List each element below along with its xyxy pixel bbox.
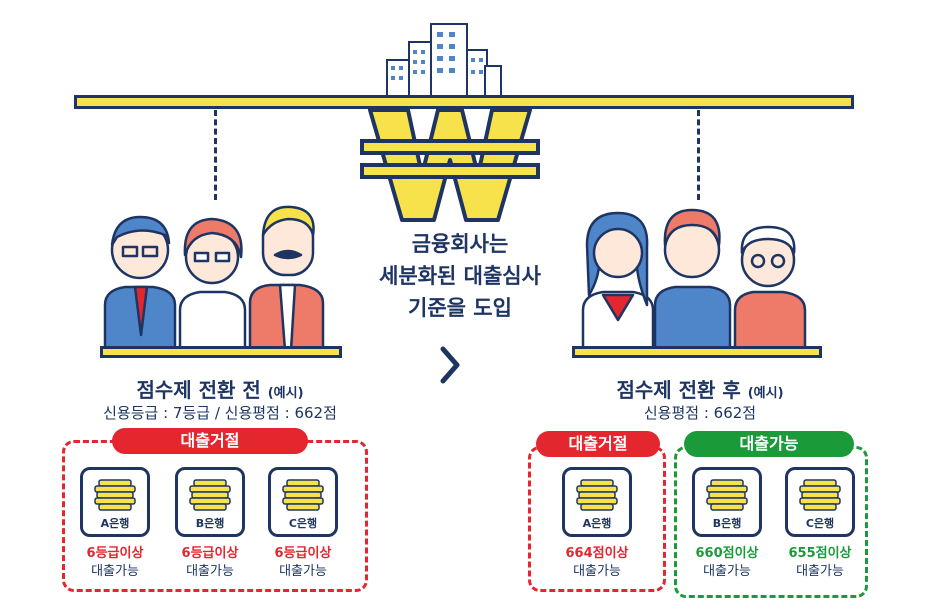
before-title: 점수제 전환 전 (예시) (95, 374, 345, 403)
bank-card-a: A은행 (562, 467, 632, 537)
after-reject-label: 대출거절 (536, 431, 660, 457)
bank-condition-a: 6등급이상 대출가능 (70, 545, 160, 581)
bank-card-a: A은행 (80, 467, 150, 537)
bank-condition-c: 6등급이상 대출가능 (258, 545, 348, 581)
bank-requirement: 655점이상 (788, 546, 852, 561)
bank-condition-b: 6등급이상 대출가능 (165, 545, 255, 581)
after-info: 신용평점 : 662점 (643, 404, 757, 422)
chevron-right-icon (440, 346, 460, 384)
bank-card-b: B은행 (175, 467, 245, 537)
bank-name: B은행 (195, 517, 225, 530)
center-message-line2: 세분화된 대출심사 (379, 264, 541, 288)
coin-stack-icon (189, 479, 231, 511)
before-reject-label: 대출거절 (112, 428, 308, 454)
bank-condition-a: 664점이상 대출가능 (552, 545, 642, 581)
bank-card-c: C은행 (785, 467, 855, 537)
people-group-icon (103, 205, 325, 352)
center-message-line1: 금융회사는 (411, 232, 509, 256)
left-hanger-line (214, 110, 217, 200)
bank-name: A은행 (100, 517, 130, 530)
bank-requirement: 6등급이상 (274, 546, 332, 561)
balance-beam (74, 95, 854, 109)
right-platform (572, 346, 822, 358)
bank-requirement: 664점이상 (565, 546, 629, 561)
after-title-note: (예시) (747, 386, 784, 401)
won-sign-icon (360, 108, 540, 222)
coin-stack-icon (576, 479, 618, 511)
coin-stack-icon (706, 479, 748, 511)
bank-result: 대출가능 (91, 564, 139, 579)
bank-card-b: B은행 (692, 467, 762, 537)
bank-result: 대출가능 (796, 564, 844, 579)
center-message: 금융회사는 세분화된 대출심사 기준을 도입 (345, 228, 575, 324)
before-title-note: (예시) (267, 386, 304, 401)
bank-card-c: C은행 (268, 467, 338, 537)
bank-result: 대출가능 (186, 564, 234, 579)
buildings-icon (386, 23, 502, 97)
after-title: 점수제 전환 후 (예시) (575, 374, 825, 403)
after-title-text: 점수제 전환 후 (616, 378, 741, 402)
right-hanger-line (697, 110, 700, 200)
people-group-icon (581, 208, 807, 352)
bank-requirement: 6등급이상 (86, 546, 144, 561)
before-title-text: 점수제 전환 전 (136, 378, 261, 402)
bank-result: 대출가능 (703, 564, 751, 579)
before-info: 신용등급 : 7등급 / 신용평점 : 662점 (103, 404, 337, 422)
bank-name: C은행 (805, 517, 835, 530)
bank-result: 대출가능 (279, 564, 327, 579)
coin-stack-icon (799, 479, 841, 511)
left-platform (100, 346, 342, 358)
bank-requirement: 660점이상 (695, 546, 759, 561)
bank-name: B은행 (712, 517, 742, 530)
bank-condition-c: 655점이상 대출가능 (775, 545, 865, 581)
center-message-line3: 기준을 도입 (408, 296, 512, 320)
after-approve-label: 대출가능 (684, 431, 854, 457)
bank-name: C은행 (288, 517, 318, 530)
bank-requirement: 6등급이상 (181, 546, 239, 561)
coin-stack-icon (282, 479, 324, 511)
coin-stack-icon (94, 479, 136, 511)
bank-name: A은행 (582, 517, 612, 530)
bank-condition-b: 660점이상 대출가능 (682, 545, 772, 581)
bank-result: 대출가능 (573, 564, 621, 579)
